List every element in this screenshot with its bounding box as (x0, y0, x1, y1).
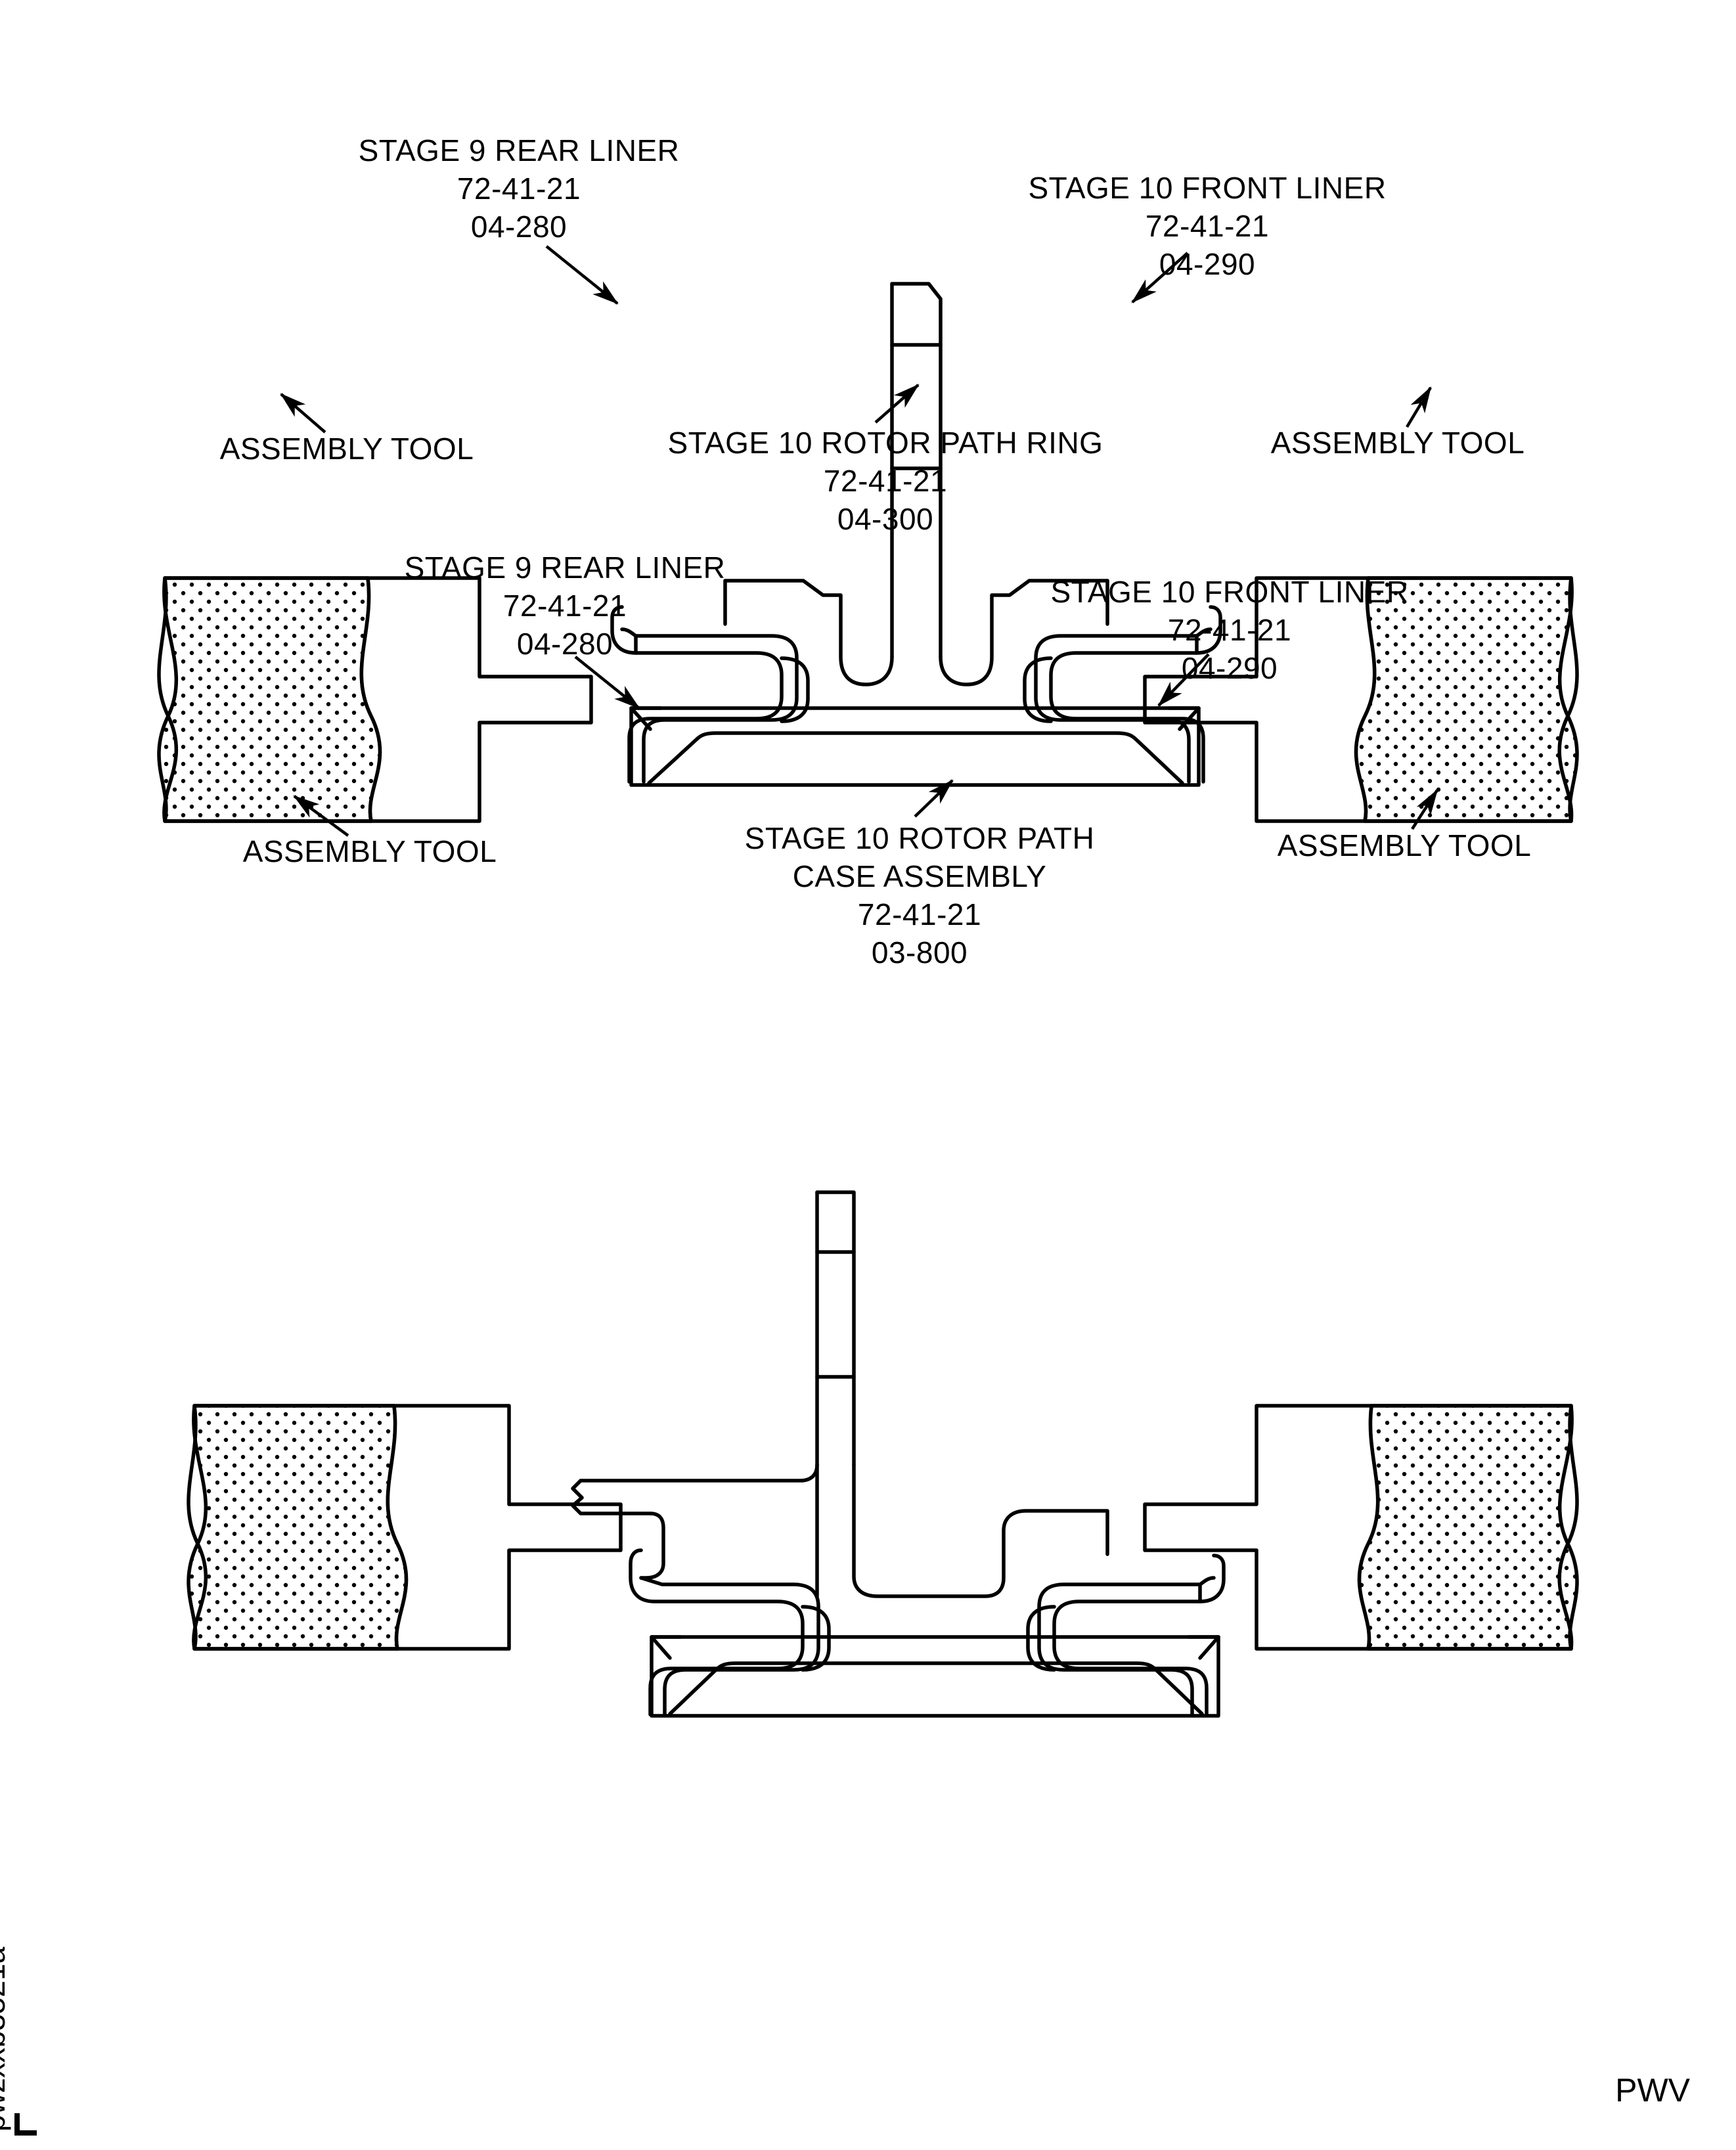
liner-left-upper-bend (639, 1512, 665, 1580)
case-hub-right-profile (852, 1463, 1109, 1598)
assembly-tool-right (1143, 1404, 1579, 1651)
drawing-id-label: pwzxxb3521a (0, 1946, 11, 2132)
liner-left-third-fold (780, 656, 810, 723)
label-stage-10-front-liner-upper-pn1: 72-41-21 (1146, 209, 1269, 243)
leader-assembly-tool-left-lower (293, 795, 349, 837)
stage-10-front-liner-upper (1023, 605, 1222, 784)
label-rotor-path-case-assembly-l2: CASE ASSEMBLY (793, 859, 1047, 893)
upper-figure-callouts: STAGE 9 REAR LINER 72-41-21 04-280 STAGE… (220, 133, 1525, 536)
leader-stage-9-rear-liner-lower (574, 656, 640, 709)
assembly-tool-right (1143, 576, 1579, 823)
stage-9-rear-liner-lower (629, 1512, 831, 1716)
assembly-tool-left-break-line (187, 1404, 208, 1651)
leader-stage-10-front-liner-upper (1131, 252, 1189, 303)
liner-left-inner-profile (629, 1548, 805, 1716)
stage-10-front-liner-lower (1026, 1554, 1226, 1716)
leader-rotor-path-ring (874, 384, 920, 424)
leader-rotor-path-case-assembly (914, 779, 954, 818)
label-assembly-tool-right-upper: ASSEMBLY TOOL (1271, 426, 1525, 460)
label-rotor-path-ring-pn1: 72-41-21 (824, 464, 947, 498)
leader-assembly-tool-right-lower (1411, 789, 1438, 830)
assembly-tool-right-break-line (1557, 1404, 1579, 1651)
rotor-base-chamfer (647, 731, 1184, 785)
leader-stage-10-front-liner-lower (1157, 653, 1210, 707)
lower-figure: STAGE 9 REAR LINER 72-41-21 04-280 STAGE… (187, 550, 1579, 1718)
label-stage-9-rear-liner-upper: STAGE 9 REAR LINER (359, 133, 680, 168)
label-stage-9-rear-liner-upper-pn2: 04-280 (471, 210, 567, 244)
case-stem-right-outline (815, 1190, 856, 1467)
break-hatch-region-left (157, 576, 382, 823)
label-rotor-path-ring: STAGE 10 ROTOR PATH RING (668, 426, 1103, 460)
assembly-tool-left (187, 1404, 623, 1651)
origin-mark-label: PWV (1615, 2072, 1690, 2109)
assembly-tool-right-body (1143, 576, 1377, 823)
label-stage-9-rear-liner-lower-pn1: 72-41-21 (503, 589, 627, 623)
label-stage-10-front-liner-lower-pn2: 04-290 (1182, 651, 1278, 685)
rotor-stem-right-outline (890, 282, 943, 659)
label-stage-10-front-liner-upper-pn2: 04-290 (1159, 247, 1255, 281)
leader-assembly-tool-right-upper (1406, 386, 1432, 428)
assembly-tool-left-body (359, 576, 593, 823)
label-rotor-path-case-assembly-pn2: 03-800 (872, 935, 968, 970)
rotor-hub-left-web (723, 579, 894, 686)
label-stage-10-front-liner-upper: STAGE 10 FRONT LINER (1028, 171, 1386, 205)
upper-figure: STAGE 9 REAR LINER 72-41-21 04-280 STAGE… (157, 133, 1579, 823)
liner-right-outer-profile (1034, 627, 1213, 784)
break-hatch-region-right (1357, 1404, 1579, 1651)
liner-right-inner-profile (1049, 605, 1222, 784)
label-rotor-path-ring-pn2: 04-300 (837, 502, 933, 536)
assembly-tool-right-body (1143, 1404, 1380, 1651)
liner-right-inner-profile (1052, 1554, 1226, 1716)
liner-left-outer-profile (620, 627, 799, 784)
assembly-tool-left-break-line (157, 576, 179, 823)
label-stage-9-rear-liner-lower-pn2: 04-280 (517, 627, 613, 661)
label-stage-9-rear-liner-upper-pn1: 72-41-21 (457, 171, 581, 206)
case-left-thin-tab (571, 1479, 652, 1515)
liner-right-third-fold (1023, 656, 1053, 723)
liner-left-outer-profile (639, 1576, 820, 1716)
label-rotor-path-case-assembly: STAGE 10 ROTOR PATH (745, 821, 1095, 855)
label-stage-10-front-liner-lower: STAGE 10 FRONT LINER (1050, 575, 1408, 609)
case-base-right-corner (1198, 1635, 1220, 1660)
assembly-tool-right-break-line (1557, 576, 1579, 823)
leader-assembly-tool-left-upper (280, 393, 326, 434)
footer-corner-mark-vertical (14, 2113, 20, 2136)
break-hatch-region-left (187, 1404, 409, 1651)
rotor-hub-right-web (939, 579, 1109, 686)
label-stage-10-front-liner-lower-pn1: 72-41-21 (1168, 613, 1291, 647)
assembly-tool-left (157, 576, 593, 823)
label-rotor-path-case-assembly-pn1: 72-41-21 (858, 897, 981, 931)
liner-left-third-fold (801, 1605, 831, 1672)
label-assembly-tool-right-lower: ASSEMBLY TOOL (1278, 828, 1532, 862)
label-assembly-tool-left-lower: ASSEMBLY TOOL (243, 834, 497, 868)
assembly-tool-left-body (386, 1404, 623, 1651)
liner-left-inner-profile (610, 605, 784, 784)
label-stage-9-rear-liner-lower: STAGE 9 REAR LINER (405, 550, 726, 585)
leader-stage-9-rear-liner-upper (545, 245, 619, 305)
liner-right-outer-profile (1037, 1576, 1216, 1716)
footer-corner-mark-horizontal (14, 2130, 37, 2136)
liner-right-third-fold (1026, 1605, 1056, 1672)
break-hatch-region-right (1354, 576, 1579, 823)
label-assembly-tool-left-upper: ASSEMBLY TOOL (220, 432, 474, 466)
stage-9-rear-liner-upper (610, 605, 810, 784)
lower-figure-callouts: STAGE 9 REAR LINER 72-41-21 04-280 STAGE… (243, 550, 1532, 970)
rotor-base-outer (629, 706, 1201, 787)
case-base-left-corner (650, 1635, 672, 1660)
